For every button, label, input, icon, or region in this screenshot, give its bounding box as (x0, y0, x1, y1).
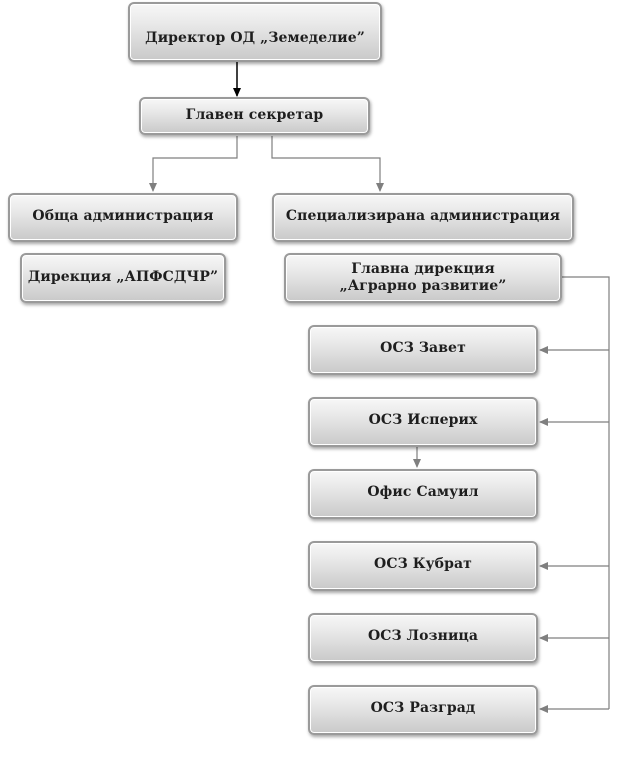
general-admin-label: Обща администрация (32, 208, 214, 224)
office-samuil-label: Офис Самуил (367, 484, 479, 500)
office-loznica-box: ОСЗ Лозница (308, 613, 538, 663)
office-razgrad-label: ОСЗ Разград (370, 700, 476, 716)
connector-secretary-general-admin (149, 136, 238, 192)
director-box: Директор ОД „Земеделие” (128, 2, 382, 62)
agri-directorate-line2: „Аграрно развитие” (339, 278, 507, 294)
secretary-box: Главен секретар (139, 97, 370, 135)
connector-agri-bus (562, 276, 610, 709)
office-kubrat-box: ОСЗ Кубрат (308, 541, 538, 591)
agri-directorate-box: Главна дирекция „Аграрно развитие” (284, 253, 562, 303)
office-samuil-box: Офис Самуил (308, 469, 538, 519)
directorate-box: Дирекция „АПФСДЧР” (20, 253, 226, 303)
office-loznica-label: ОСЗ Лозница (367, 628, 479, 644)
directorate-label: Дирекция „АПФСДЧР” (27, 269, 219, 286)
office-isperih-box: ОСЗ Исперих (308, 397, 538, 447)
director-label: Директор ОД „Земеделие” (145, 29, 365, 46)
office-kubrat-label: ОСЗ Кубрат (374, 556, 472, 572)
secretary-label: Главен секретар (185, 107, 324, 124)
specialized-admin-label: Специализирана администрация (285, 208, 561, 224)
agri-directorate-line1: Главна дирекция (351, 260, 495, 277)
office-zavet-box: ОСЗ Завет (308, 325, 538, 375)
specialized-admin-box: Специализирана администрация (272, 193, 574, 242)
office-isperih-label: ОСЗ Исперих (368, 412, 478, 428)
connector-secretary-specialized-admin (271, 136, 384, 192)
office-zavet-label: ОСЗ Завет (380, 340, 466, 356)
office-razgrad-box: ОСЗ Разград (308, 685, 538, 735)
general-admin-box: Обща администрация (8, 193, 238, 242)
